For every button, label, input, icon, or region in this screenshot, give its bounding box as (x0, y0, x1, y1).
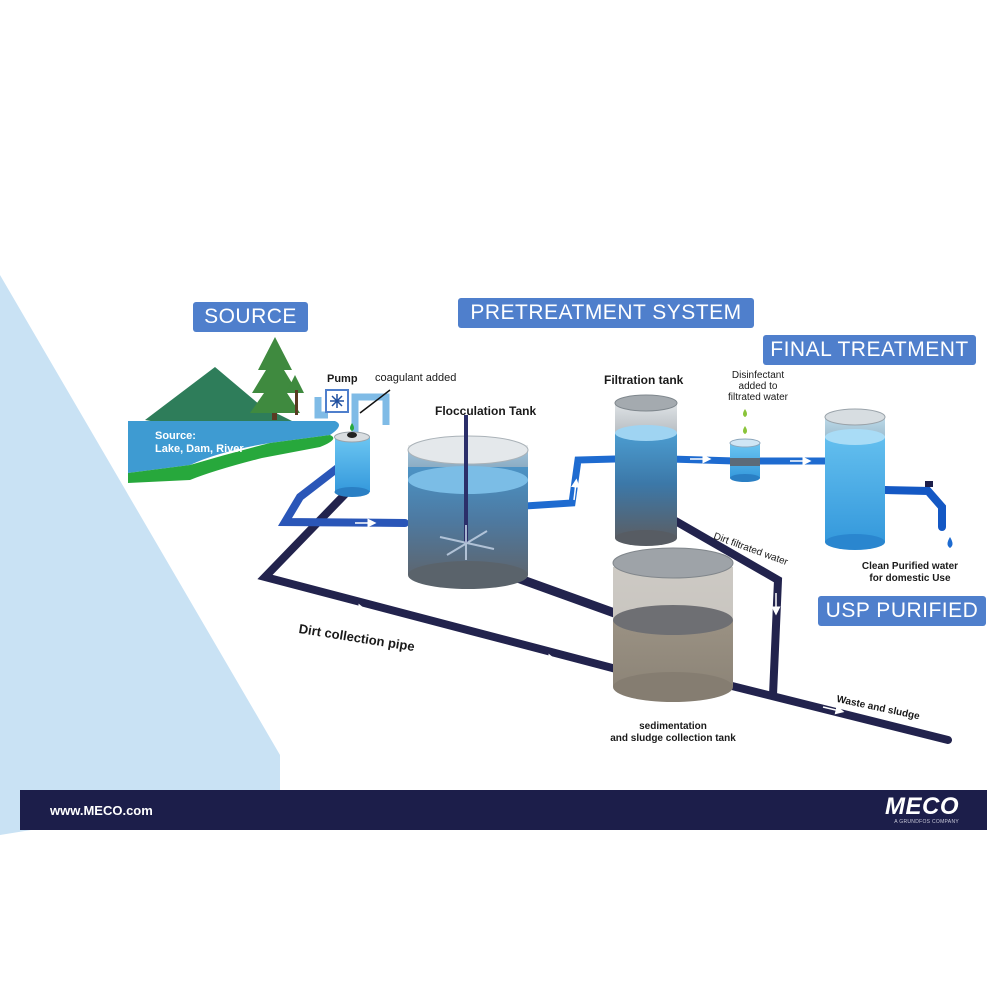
section-pretreatment: PRETREATMENT SYSTEM (458, 298, 754, 328)
coagulant-tank (334, 389, 391, 497)
sedimentation-label: sedimentation and sludge collection tank (610, 721, 736, 744)
dirt-pipe-arrows (344, 593, 845, 715)
flocculation-tank (407, 415, 529, 589)
source-caption: Source: Lake, Dam, River (155, 430, 244, 455)
droplet-icon (947, 537, 953, 548)
tap-icon (925, 481, 933, 487)
pump-label: Pump (327, 373, 358, 385)
dirt-collection-pipe (257, 483, 952, 744)
filtration-tank (614, 394, 678, 546)
process-diagram (128, 337, 953, 744)
coagulant-label: coagulant added (375, 372, 457, 384)
final-tank (824, 408, 953, 550)
footer-bar: www.MECO.com MECO A GRUNDFOS COMPANY (20, 790, 987, 830)
slide: SOURCE PRETREATMENT SYSTEM FINAL TREATME… (0, 275, 1000, 835)
disinfectant-label: Disinfectant added to filtrated water (727, 370, 789, 403)
filtration-label: Filtration tank (604, 373, 684, 387)
meco-logo: MECO A GRUNDFOS COMPANY (885, 793, 959, 826)
sedimentation-tank (612, 547, 734, 702)
droplet-icon (743, 426, 747, 434)
flocculation-label: Flocculation Tank (435, 404, 537, 418)
disinfectant-tank (729, 409, 761, 482)
droplet-icon (350, 423, 354, 431)
clean-water-label: Clean Purified water for domestic Use (861, 561, 959, 584)
section-final-treatment: FINAL TREATMENT (763, 335, 976, 365)
footer-url-link[interactable]: www.MECO.com (50, 802, 153, 818)
blue-pipe-arrows (355, 454, 812, 528)
source-landscape (128, 337, 339, 483)
mixer-icon (439, 525, 495, 560)
logo-tagline: A GRUNDFOS COMPANY (894, 819, 959, 825)
droplet-icon (743, 409, 747, 417)
section-usp-purified: USP PURIFIED (818, 596, 986, 626)
pump-fan-icon (330, 394, 344, 408)
background-triangle (0, 275, 280, 835)
section-source: SOURCE (193, 302, 308, 332)
logo-wordmark: MECO (885, 793, 959, 820)
pump (314, 389, 390, 433)
